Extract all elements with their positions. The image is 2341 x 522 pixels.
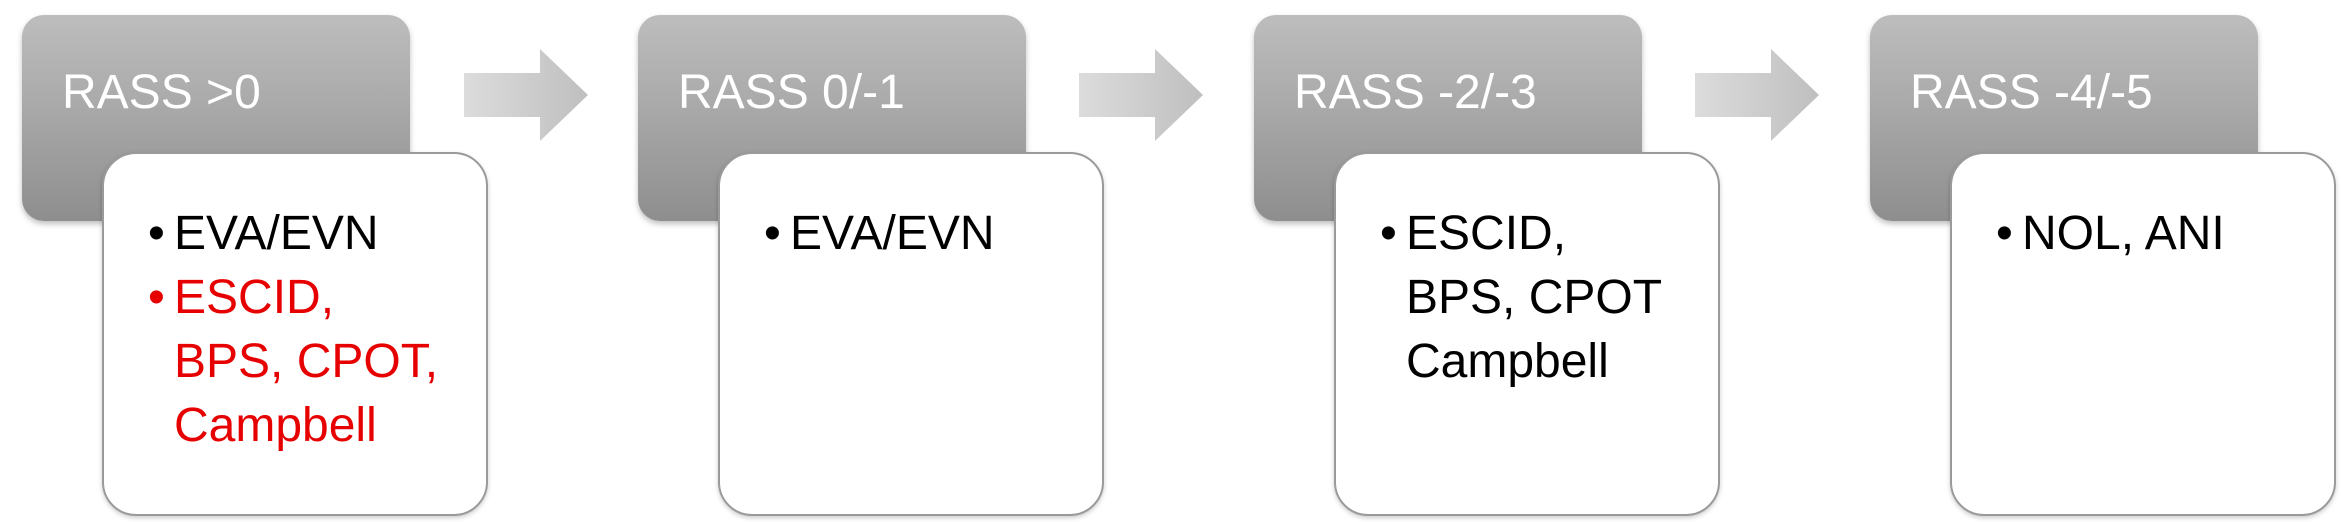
step-rass-0-to-minus-1: RASS 0/-1 • EVA/EVN	[616, 0, 1104, 522]
list-item: • EVA/EVN	[764, 202, 1080, 266]
bullet-icon: •	[148, 207, 165, 260]
item-text: NOL, ANI	[2022, 207, 2225, 260]
step-title: RASS -4/-5	[1910, 66, 2153, 119]
list-item-highlighted: • ESCID, BPS, CPOT, Campbell	[148, 266, 464, 458]
step-header: RASS -4/-5	[1870, 15, 2258, 221]
list-item: • EVA/EVN	[148, 202, 464, 266]
step-rass-minus-4-to-minus-5: RASS -4/-5 • NOL, ANI	[1848, 0, 2336, 522]
step-title: RASS 0/-1	[678, 66, 905, 119]
card-list: • EVA/EVN	[764, 202, 1080, 266]
item-text: ESCID, BPS, CPOT, Campbell	[174, 271, 439, 452]
step-card: • ESCID, BPS, CPOT Campbell	[1334, 152, 1720, 516]
bullet-icon: •	[148, 271, 165, 324]
step-title: RASS -2/-3	[1294, 66, 1537, 119]
right-arrow-icon	[1079, 49, 1203, 141]
list-item: • NOL, ANI	[1996, 202, 2312, 266]
card-list: • EVA/EVN • ESCID, BPS, CPOT, Campbell	[148, 202, 464, 458]
card-list: • ESCID, BPS, CPOT Campbell	[1380, 202, 1696, 394]
bullet-icon: •	[1996, 207, 2013, 260]
item-text: ESCID, BPS, CPOT Campbell	[1406, 207, 1663, 388]
step-rass-above-0: RASS >0 • EVA/EVN • ESCID, BPS, CPOT, Ca…	[0, 0, 488, 522]
right-arrow-icon	[464, 49, 588, 141]
card-list: • NOL, ANI	[1996, 202, 2312, 266]
step-title: RASS >0	[62, 66, 261, 119]
step-card: • NOL, ANI	[1950, 152, 2336, 516]
list-item: • ESCID, BPS, CPOT Campbell	[1380, 202, 1696, 394]
item-text: EVA/EVN	[790, 207, 995, 260]
right-arrow-icon	[1695, 49, 1819, 141]
bullet-icon: •	[1380, 207, 1397, 260]
step-card: • EVA/EVN	[718, 152, 1104, 516]
step-rass-minus-2-to-minus-3: RASS -2/-3 • ESCID, BPS, CPOT Campbell	[1232, 0, 1720, 522]
step-card: • EVA/EVN • ESCID, BPS, CPOT, Campbell	[102, 152, 488, 516]
item-text: EVA/EVN	[174, 207, 379, 260]
bullet-icon: •	[764, 207, 781, 260]
